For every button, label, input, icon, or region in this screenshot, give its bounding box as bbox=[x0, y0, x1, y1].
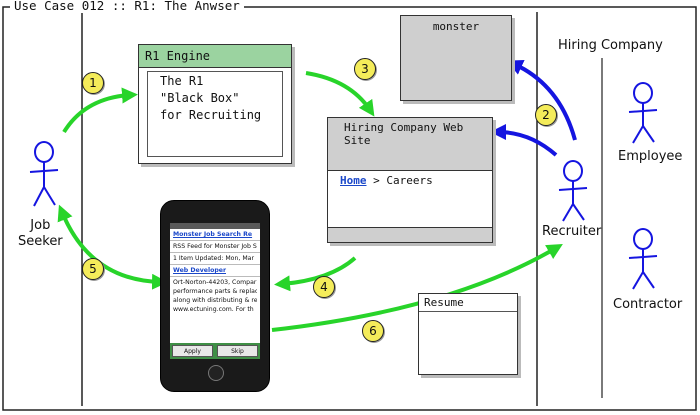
step-marker-5: 5 bbox=[82, 258, 104, 280]
arrow-step-5 bbox=[57, 204, 168, 290]
step-marker-3: 3 bbox=[354, 58, 376, 80]
diagram-title: Use Case 012 :: R1: The Anwser bbox=[10, 0, 244, 13]
outer-frame bbox=[2, 6, 697, 411]
phone-screen: Monster Job Search Re RSS Feed for Monst… bbox=[170, 223, 260, 359]
step-marker-4: 4 bbox=[313, 276, 335, 298]
smartphone: Monster Job Search Re RSS Feed for Monst… bbox=[160, 200, 270, 392]
phone-home-button[interactable] bbox=[208, 365, 224, 381]
monster-window: monster bbox=[400, 15, 512, 101]
hiring-company-label: Hiring Company bbox=[558, 38, 663, 53]
engine-line-3: for Recruiting bbox=[160, 108, 262, 122]
phone-web-developer-link[interactable]: Web Developer bbox=[173, 267, 226, 274]
breadcrumb-home-link[interactable]: Home bbox=[340, 174, 367, 187]
website-statusbar bbox=[328, 227, 492, 242]
engine-line-2: "Black Box" bbox=[160, 91, 240, 105]
phone-body-line-1: Ort-Norton-44203, Compar bbox=[173, 279, 257, 286]
arrow-step-2b bbox=[490, 124, 558, 157]
phone-body-line-3: along with distributing & re bbox=[173, 297, 257, 304]
recruiter-figure bbox=[558, 160, 588, 222]
resume-title: Resume bbox=[419, 294, 517, 312]
website-title: Hiring Company Web Site bbox=[344, 121, 464, 147]
phone-statusbar bbox=[170, 223, 260, 229]
resume-document: Resume bbox=[418, 293, 518, 375]
contractor-label: Contractor bbox=[613, 297, 683, 312]
website-breadcrumb: Home > Careers bbox=[340, 174, 433, 187]
phone-job-search-link[interactable]: Monster Job Search Re bbox=[173, 231, 253, 238]
breadcrumb-separator: > bbox=[373, 174, 380, 187]
website-toolbar: Hiring Company Web Site bbox=[328, 118, 492, 171]
phone-rss-text: RSS Feed for Monster Job S bbox=[173, 243, 257, 250]
employee-figure bbox=[628, 82, 658, 144]
monster-title: monster bbox=[432, 20, 480, 33]
arrow-step-3 bbox=[305, 71, 375, 117]
job-seeker-label: Job Seeker bbox=[18, 218, 63, 249]
skip-button[interactable]: Skip bbox=[217, 345, 258, 357]
breadcrumb-careers: Careers bbox=[386, 174, 433, 187]
phone-body-line-2: performance parts & replac bbox=[173, 288, 257, 295]
arrow-step-2a bbox=[506, 60, 577, 141]
r1-engine-header: R1 Engine bbox=[139, 45, 291, 68]
phone-button-bar: Apply Skip bbox=[170, 343, 260, 359]
r1-engine-body: The R1 "Black Box" for Recruiting bbox=[147, 71, 283, 157]
phone-body-line-4: www.ectuning.com. For th bbox=[173, 306, 254, 313]
arrow-step-1 bbox=[62, 87, 138, 134]
step-marker-6: 6 bbox=[362, 320, 384, 342]
contractor-figure bbox=[628, 228, 658, 290]
arrow-step-4 bbox=[274, 256, 357, 292]
hiring-company-website-window: Hiring Company Web Site Home > Careers bbox=[327, 117, 493, 243]
phone-items-text: 1 Item Updated: Mon, Mar bbox=[173, 255, 254, 262]
employee-label: Employee bbox=[618, 149, 683, 164]
step-marker-2: 2 bbox=[535, 104, 557, 126]
engine-line-1: The R1 bbox=[160, 74, 204, 88]
job-seeker-figure bbox=[29, 141, 59, 207]
step-marker-1: 1 bbox=[82, 72, 104, 94]
r1-engine-window: R1 Engine The R1 "Black Box" for Recruit… bbox=[138, 44, 292, 164]
apply-button[interactable]: Apply bbox=[172, 345, 213, 357]
recruiter-label: Recruiter bbox=[542, 224, 602, 239]
